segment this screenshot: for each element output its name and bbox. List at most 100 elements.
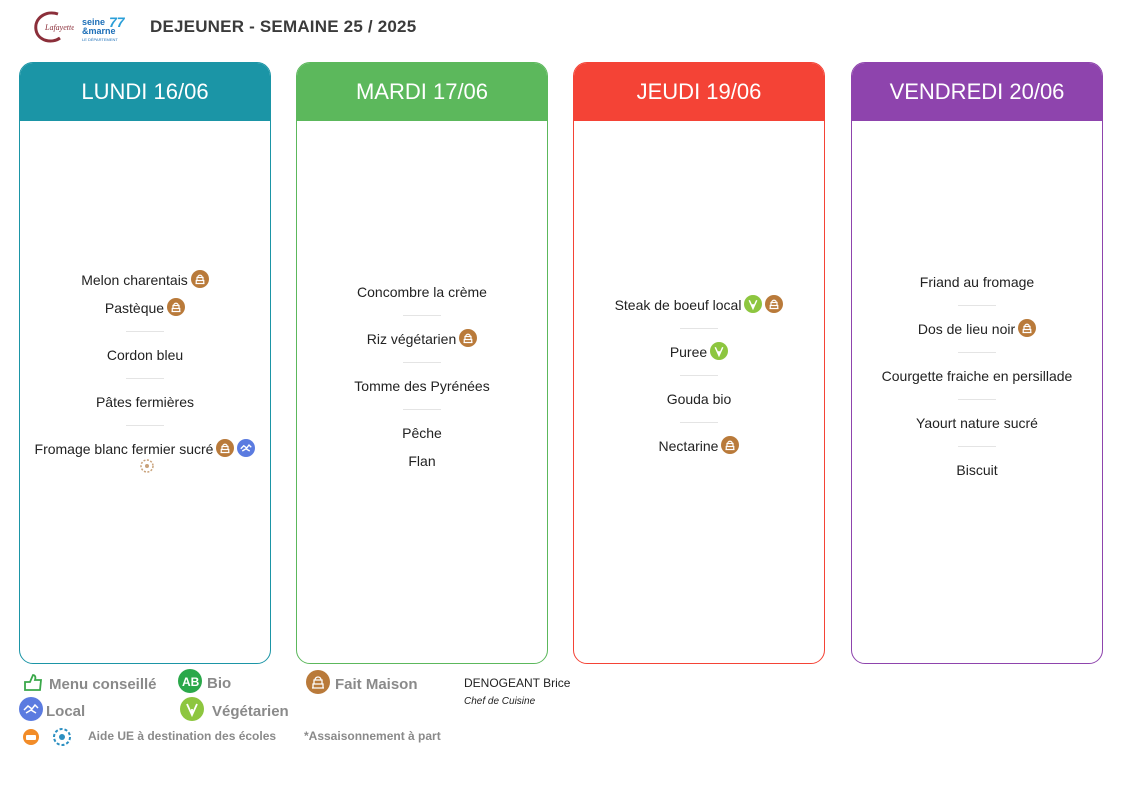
- menu-item-name: Courgette fraiche en persillade: [881, 368, 1073, 384]
- legend-label: Fait Maison: [335, 676, 418, 693]
- item-separator: [403, 409, 441, 410]
- menu-item-name: Friand au fromage: [919, 274, 1035, 290]
- menu-item: Courgette fraiche en persillade: [852, 365, 1102, 388]
- aide-ue-ecoles-icon: [138, 457, 156, 475]
- fait-maison-icon: [459, 329, 478, 347]
- thumb-icon: [22, 672, 44, 694]
- menu-item-name: Dos de lieu noir: [917, 321, 1016, 337]
- menu-item-name: Nectarine: [658, 438, 719, 454]
- fait-maison-icon: [721, 436, 740, 454]
- item-separator: [126, 331, 164, 332]
- menu-item: Dos de lieu noir: [852, 318, 1102, 341]
- menu-item-name: Cordon bleu: [106, 347, 184, 363]
- item-separator: [958, 305, 996, 306]
- legend-fait-maison: Fait Maison: [306, 670, 418, 694]
- day-header: LUNDI 16/06: [20, 63, 270, 121]
- fait-maison-icon: [765, 295, 784, 313]
- menu-item: Puree: [574, 341, 824, 364]
- menu-item: Concombre la crème: [297, 281, 547, 304]
- item-separator: [680, 328, 718, 329]
- menu-item: Gouda bio: [574, 388, 824, 411]
- menu-item-name: Pastèque: [104, 300, 165, 316]
- svg-text:&marne: &marne: [82, 26, 116, 36]
- item-separator: [403, 315, 441, 316]
- vegetarien-icon: [180, 697, 204, 721]
- svg-text:seine: seine: [82, 17, 105, 27]
- menu-item: Pêche: [297, 422, 547, 445]
- fait-maison-icon: [306, 670, 330, 694]
- legend-label: Bio: [207, 675, 232, 692]
- menu-item-name: Riz végétarien: [366, 331, 457, 347]
- seine-et-marne-logo: seine &marne 77 LE DÉPARTEMENT: [82, 10, 126, 44]
- aide-ue-icons: [22, 726, 76, 748]
- menu-item-name: Pêche: [402, 425, 442, 441]
- day-header: JEUDI 19/06: [574, 63, 824, 121]
- menu-item-extra-icons: [20, 457, 270, 475]
- menu-item: Friand au fromage: [852, 271, 1102, 294]
- menu-item-name: Flan: [408, 453, 436, 469]
- legend-vegetarien: Végétarien: [180, 697, 289, 721]
- legend-label: Végétarien: [212, 703, 289, 720]
- legend-local: Local: [19, 697, 85, 721]
- fait-maison-icon: [216, 439, 235, 457]
- menu-item: Flan: [297, 450, 547, 473]
- menu-item-name: Melon charentais: [81, 272, 188, 288]
- menu-item-name: Steak de boeuf local: [614, 297, 742, 313]
- aide-ue-label: Aide UE à destination des écoles: [88, 729, 277, 743]
- legend-menu-conseille: Menu conseillé: [22, 672, 157, 694]
- menu-item: Tomme des Pyrénées: [297, 375, 547, 398]
- menu-item: Yaourt nature sucré: [852, 412, 1102, 435]
- menu-item: Biscuit: [852, 459, 1102, 482]
- vegetarien-icon: [710, 342, 729, 360]
- lafayette-logo: Lafayette: [28, 8, 75, 46]
- svg-text:LE DÉPARTEMENT: LE DÉPARTEMENT: [82, 37, 118, 42]
- svg-text:AB: AB: [182, 675, 200, 689]
- item-separator: [958, 446, 996, 447]
- assaisonnement-note: *Assaisonnement à part: [304, 729, 441, 743]
- menu-item: Fromage blanc fermier sucré: [20, 438, 270, 461]
- menu-item-name: Fromage blanc fermier sucré: [34, 441, 214, 457]
- menu-item-name: Concombre la crème: [357, 284, 487, 300]
- bio-icon: AB: [178, 669, 202, 693]
- menu-item-name: Biscuit: [956, 462, 998, 478]
- legend-label: Local: [46, 703, 86, 720]
- item-separator: [126, 425, 164, 426]
- fait-maison-icon: [1018, 319, 1037, 337]
- item-separator: [403, 362, 441, 363]
- legend-label: Menu conseillé: [49, 676, 157, 693]
- menu-item: Nectarine: [574, 435, 824, 458]
- menu-item-name: Gouda bio: [666, 391, 732, 407]
- menu-item-name: Puree: [669, 344, 708, 360]
- local-icon: [19, 697, 43, 721]
- menu-item: Melon charentais: [20, 269, 270, 292]
- menu-item-name: Tomme des Pyrénées: [354, 378, 490, 394]
- vegetarien-icon: [744, 295, 763, 313]
- menu-item: Pastèque: [20, 297, 270, 320]
- menu-item: Pâtes fermières: [20, 391, 270, 414]
- item-separator: [958, 352, 996, 353]
- item-separator: [126, 378, 164, 379]
- item-separator: [958, 399, 996, 400]
- page-header: Lafayette seine &marne 77 LE DÉPARTEMENT…: [0, 0, 1123, 56]
- page-title: DEJEUNER - SEMAINE 25 / 2025: [150, 17, 417, 36]
- svg-text:77: 77: [109, 14, 126, 30]
- day-header: MARDI 17/06: [297, 63, 547, 121]
- legend-bio: AB Bio: [178, 669, 231, 693]
- item-separator: [680, 422, 718, 423]
- fait-maison-icon: [190, 270, 209, 288]
- menu-item: Riz végétarien: [297, 328, 547, 351]
- menu-item: Cordon bleu: [20, 344, 270, 367]
- fait-maison-icon: [167, 298, 186, 316]
- chef-role: Chef de Cuisine: [464, 696, 536, 707]
- day-header: VENDREDI 20/06: [852, 63, 1102, 121]
- local-icon: [237, 439, 256, 457]
- svg-text:Lafayette: Lafayette: [44, 23, 74, 32]
